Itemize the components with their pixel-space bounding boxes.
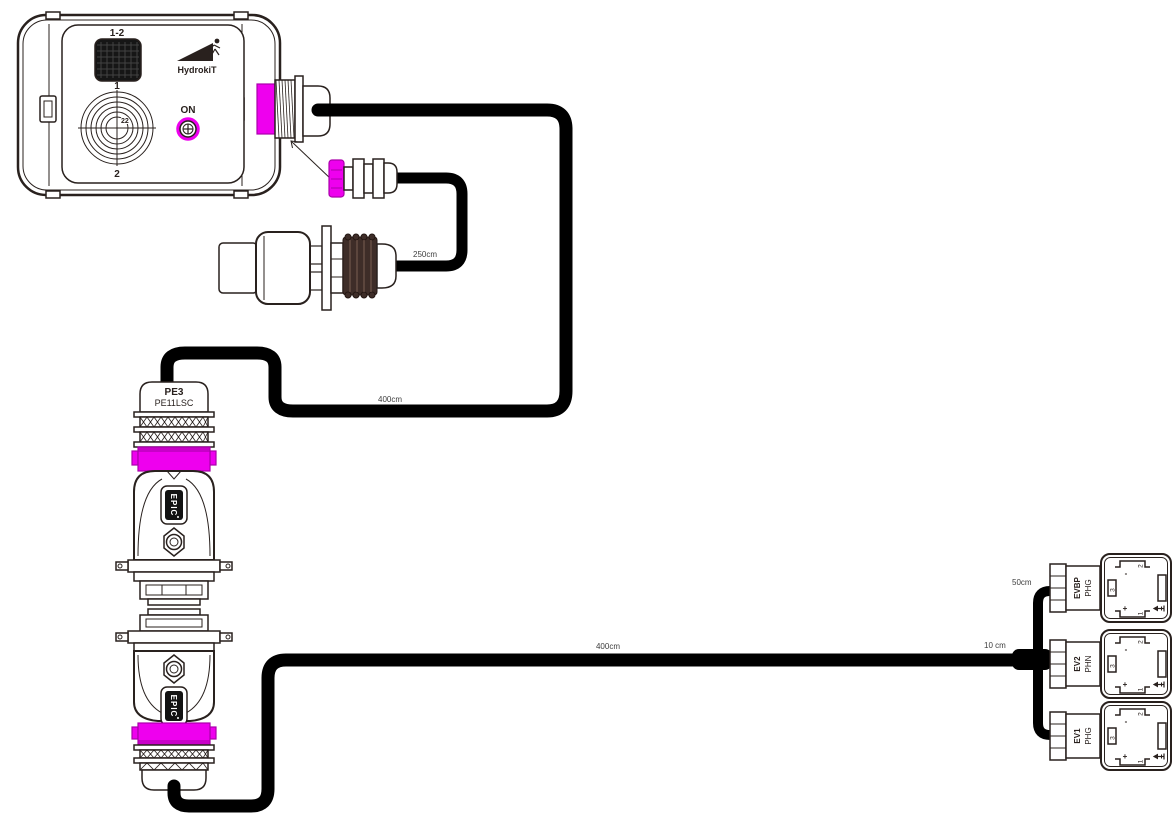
epic-brand-label: EPIC	[169, 494, 178, 517]
connector-thread	[274, 79, 296, 139]
connector-latch	[309, 245, 323, 265]
brand-name: HydrokiT	[177, 65, 217, 75]
cable-250cm-label: 250cm	[413, 250, 437, 259]
screw-shield	[163, 654, 185, 684]
valve-name-label: EV2	[1073, 656, 1082, 672]
round-panel-connector	[218, 225, 397, 311]
valve-connector-ev1: EV1 PHG	[1049, 701, 1172, 771]
branch-10cm-label: 10 cm	[984, 641, 1006, 650]
mating-face	[139, 614, 209, 632]
plug-neck	[343, 166, 354, 191]
plug-collar	[372, 158, 385, 199]
valve-label-plate	[1065, 641, 1101, 687]
cable-250cm	[388, 172, 468, 272]
knob-bottom-label: 2	[114, 169, 120, 180]
connector-seal	[256, 83, 276, 135]
valve-face-ev2	[1100, 629, 1172, 699]
nut-gland	[376, 243, 397, 289]
mounting-tab	[233, 11, 249, 20]
cable-400cm-top	[160, 103, 573, 418]
epic-badge: EPIC	[160, 686, 188, 726]
valve-plug-label: PHN	[1084, 655, 1093, 672]
epic-model-label: PE3	[165, 387, 184, 398]
connector-body	[255, 231, 311, 305]
mounting-tab	[45, 11, 61, 20]
epic-reference-label: PE11LSC	[155, 398, 194, 408]
housing	[133, 650, 215, 722]
valve-connector-evbp: EVBP PHG	[1049, 553, 1172, 623]
plug-body	[363, 163, 374, 194]
panel-flange	[321, 225, 332, 311]
brand-logo: HydrokiT	[177, 38, 221, 75]
cable-400cm-bottom	[167, 653, 1027, 813]
branch-50cm-label: 50cm	[1012, 578, 1032, 587]
front-panel	[61, 24, 245, 184]
knurled-nut	[342, 233, 378, 299]
control-box: 1-2 HydrokiT 1	[16, 11, 282, 199]
connector-flange	[294, 75, 304, 143]
valve-name-label: EVBP	[1073, 576, 1082, 598]
mounting-tab	[45, 190, 61, 199]
valve-name-label: EV1	[1073, 728, 1082, 744]
rocker-switch[interactable]	[94, 38, 142, 82]
cable-400cm-bottom-label: 400cm	[596, 642, 620, 651]
plug-gland	[383, 162, 398, 194]
thread-hatch	[275, 79, 295, 139]
valve-plug-label: PHG	[1084, 727, 1093, 744]
epic-connector-male: PE3 PE11LSC EPIC	[115, 381, 233, 606]
power-indicator[interactable]	[176, 117, 200, 141]
knob-top-label: 1	[114, 81, 120, 92]
switch-label: 1-2	[110, 28, 125, 39]
valve-face-ev1	[1100, 701, 1172, 771]
valve-label-plate	[1065, 565, 1101, 611]
logo-figure-icon	[208, 38, 221, 57]
logo-swoosh-icon	[177, 43, 213, 61]
epic-brand-label: EPIC	[169, 695, 178, 718]
latch-frame	[127, 559, 221, 573]
epic-badge: EPIC	[160, 485, 188, 525]
screw-shield	[163, 527, 185, 557]
epic-connector-female: EPIC	[115, 608, 233, 791]
connector-latch	[309, 271, 323, 291]
valve-connector-ev2: EV2 PHN	[1049, 629, 1172, 699]
knob-value-label: 22	[121, 118, 129, 125]
plug-collar	[352, 158, 365, 199]
inline-plug-connector	[328, 158, 398, 199]
power-label: ON	[181, 105, 196, 116]
latch-frame	[127, 630, 221, 644]
selector-knob[interactable]: 22	[78, 90, 156, 166]
connector-nose	[218, 242, 258, 294]
mating-face	[139, 580, 209, 600]
pointer-arrow	[290, 140, 333, 181]
cable-400cm-top-label: 400cm	[378, 395, 402, 404]
valve-label-plate	[1065, 713, 1101, 759]
mounting-tab	[233, 190, 249, 199]
latch-clip-left	[39, 95, 57, 123]
connector-spacer	[330, 242, 344, 294]
valve-face-evbp	[1100, 553, 1172, 623]
valve-plug-label: PHG	[1084, 579, 1093, 596]
gland-label-cap	[139, 381, 209, 413]
